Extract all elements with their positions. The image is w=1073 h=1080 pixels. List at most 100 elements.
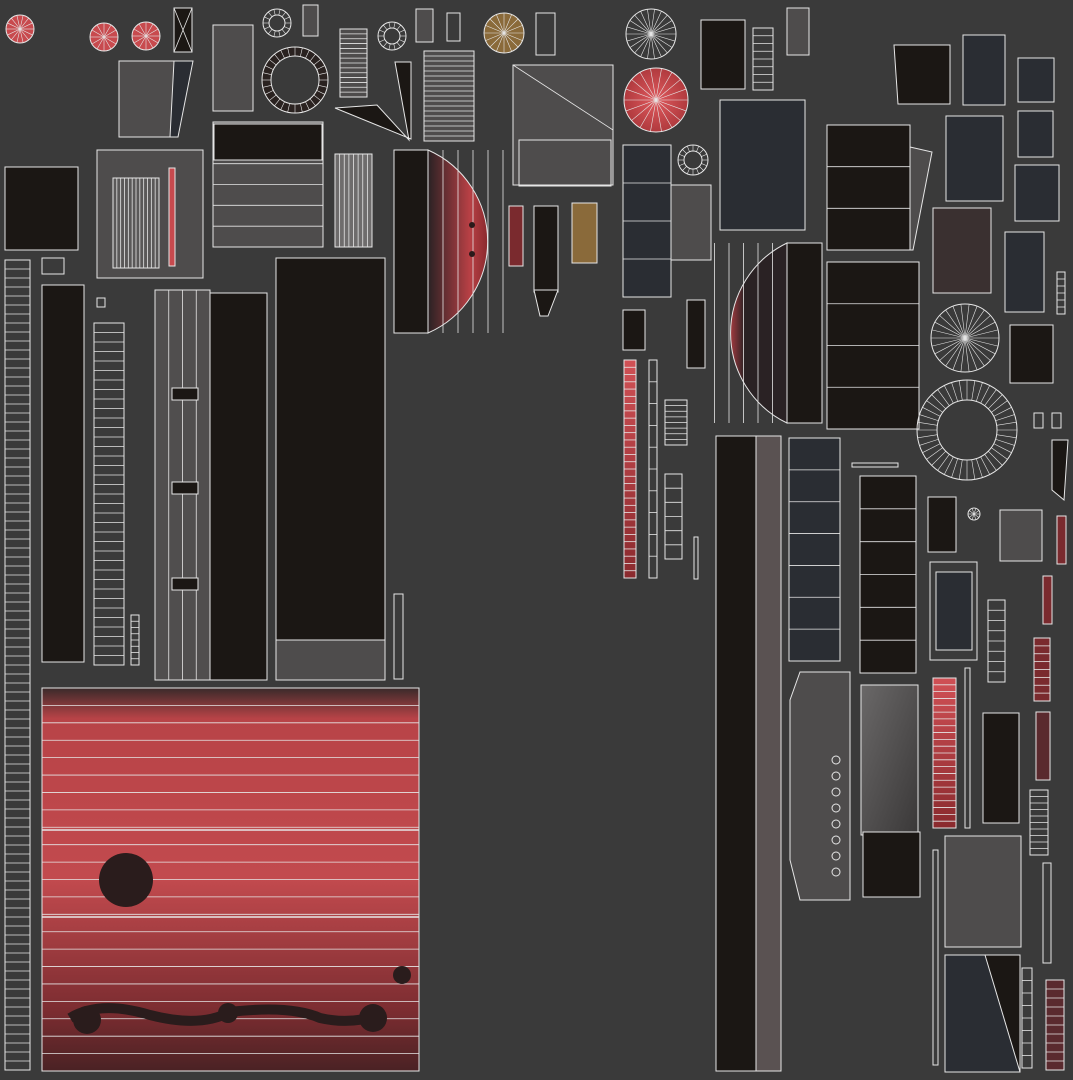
uv-edge <box>11 17 21 30</box>
uv-edge <box>640 11 652 35</box>
uv-edge <box>103 36 117 45</box>
uv-edge <box>274 98 281 106</box>
uv-edge <box>639 99 657 128</box>
uv-edge <box>960 337 966 372</box>
uv-edge <box>625 99 657 112</box>
uv-edge <box>939 337 966 361</box>
grey-block <box>944 835 1022 948</box>
uv-edge <box>379 29 385 33</box>
uv-edge <box>503 18 519 34</box>
uv-edge <box>682 149 687 154</box>
dark-panel <box>862 831 921 898</box>
uv-edge <box>980 456 990 475</box>
uv-edge <box>388 22 391 29</box>
uv-edge <box>650 9 655 35</box>
grey-block <box>999 509 1043 562</box>
uv-edge <box>313 94 321 101</box>
uv-edge <box>650 33 662 57</box>
uv-edge <box>393 22 396 29</box>
uv-edge <box>138 35 147 49</box>
thin-rail <box>1042 862 1052 964</box>
uv-edge <box>699 149 704 154</box>
uv-edge <box>973 508 977 515</box>
uv-edge <box>922 443 941 453</box>
steel-block <box>1004 231 1045 313</box>
uv-edge <box>489 32 505 48</box>
uv-edge <box>919 414 939 422</box>
uv-edge <box>975 382 983 402</box>
uv-edge <box>19 28 24 43</box>
uv-edge <box>701 163 707 167</box>
steel-block <box>1014 164 1060 222</box>
uv-edge <box>968 510 975 515</box>
tiny-block <box>41 257 65 275</box>
uv-edge <box>16 15 21 30</box>
uv-edge <box>647 9 652 35</box>
grey-block <box>670 184 712 261</box>
thin-rail <box>851 462 899 468</box>
uv-edge <box>383 24 388 30</box>
uv-edge <box>958 380 963 401</box>
uv-edge <box>309 54 316 62</box>
strip-mark <box>171 577 199 591</box>
chevron-piece <box>334 61 412 142</box>
uv-edge <box>145 35 154 49</box>
dark-tile <box>1009 324 1054 384</box>
panel-piece <box>118 60 178 138</box>
small-block <box>446 12 461 42</box>
uv-edge <box>696 146 700 152</box>
uv-edge <box>945 309 966 339</box>
panel-hole <box>393 966 411 984</box>
bolt-ring <box>831 835 841 845</box>
uv-edge <box>701 153 707 157</box>
rounded-frame <box>929 561 978 661</box>
uv-edge <box>280 101 285 110</box>
uv-edge <box>278 30 281 37</box>
uv-edge <box>503 32 512 52</box>
tiny-block <box>96 297 106 308</box>
steel-block <box>932 207 992 294</box>
panel-hole <box>73 1006 101 1034</box>
uv-edge <box>931 329 966 339</box>
uv-edge <box>318 72 328 75</box>
uv-edge <box>287 103 290 113</box>
uv-edge <box>625 88 657 101</box>
uv-edge <box>958 459 963 480</box>
uv-edge <box>268 11 273 17</box>
dome-side <box>786 242 823 424</box>
uv-edge <box>964 304 970 339</box>
uv-edge <box>655 72 673 101</box>
uv-edge <box>931 337 966 347</box>
uv-edge <box>650 99 657 132</box>
uv-edge <box>650 33 668 54</box>
uv-edge <box>631 99 657 121</box>
uv-edge <box>11 28 21 41</box>
uv-edge <box>316 65 325 70</box>
uv-edge <box>931 394 946 409</box>
uv-edge <box>305 101 310 110</box>
uv-edge <box>309 98 316 106</box>
uv-edge <box>964 337 985 367</box>
tall-dark-bar <box>715 435 757 1072</box>
uv-edge <box>631 79 657 101</box>
uv-edge <box>682 166 687 171</box>
uv-edge <box>996 421 1017 426</box>
small-dark <box>622 309 646 351</box>
uv-edge <box>984 389 997 406</box>
uv-edge <box>103 24 112 38</box>
uv-edge <box>269 94 277 101</box>
uv-edge <box>19 15 24 30</box>
slant-piece <box>909 146 933 251</box>
uv-edge <box>991 447 1008 460</box>
uv-edge <box>931 451 946 466</box>
uv-edge <box>917 421 938 426</box>
rounded-frame-inner <box>935 571 973 651</box>
slant-block <box>789 671 851 901</box>
red-strip-small <box>1042 575 1053 625</box>
uv-edge <box>951 382 959 402</box>
steel-block <box>962 34 1006 106</box>
uv-edge <box>313 59 321 66</box>
uv-edge <box>650 11 662 35</box>
glass-panel <box>860 684 919 836</box>
